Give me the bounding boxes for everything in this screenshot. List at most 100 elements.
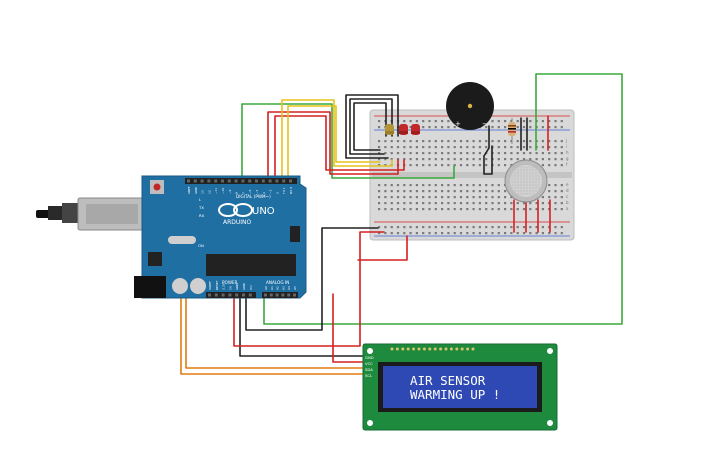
hole (560, 152, 563, 155)
hole (485, 184, 488, 187)
buzzer-plus: + (455, 120, 461, 128)
hole (447, 184, 450, 187)
hole (378, 226, 381, 229)
brand-label: ARDUINO (223, 219, 252, 226)
hole (497, 126, 500, 129)
hole (415, 146, 418, 149)
hole (466, 208, 469, 211)
pin (241, 179, 245, 183)
hole (466, 226, 469, 229)
wire-red-led-2 (274, 115, 405, 181)
pin (235, 293, 239, 297)
hole (541, 164, 544, 167)
breadboard[interactable]: j i h g f e d c b a (369, 109, 575, 241)
hole (497, 164, 500, 167)
lcd-module[interactable]: AIR SENSOR WARMING UP ! GND VCC SDA SCL (362, 343, 558, 431)
hole (434, 190, 437, 193)
hole (522, 146, 526, 149)
hole (403, 158, 406, 161)
wire-black-buzzer (483, 125, 493, 175)
pin (281, 293, 285, 297)
pin (227, 179, 231, 183)
wire-green-led (241, 103, 455, 181)
hole (390, 208, 393, 211)
hole (560, 184, 563, 187)
hole (447, 158, 450, 161)
hole (497, 190, 500, 193)
hole (548, 202, 551, 205)
hole (466, 196, 469, 199)
leds[interactable] (385, 124, 420, 135)
piezo-buzzer[interactable]: + − (446, 82, 494, 130)
hole (415, 152, 418, 155)
row-letter: b (566, 200, 569, 205)
hole (541, 202, 544, 205)
hole (453, 190, 456, 193)
hole (384, 164, 387, 167)
hole (384, 232, 387, 235)
lcd-pin (422, 347, 426, 351)
resistor[interactable] (508, 118, 516, 144)
hole (535, 232, 538, 235)
hole (478, 208, 481, 211)
hole (384, 208, 387, 211)
lcd-pin (433, 347, 437, 351)
hole (554, 232, 557, 235)
hole (472, 232, 475, 235)
hole (491, 226, 494, 229)
hole (497, 184, 500, 187)
hole (466, 164, 469, 167)
hole (554, 184, 557, 187)
row-letter: a (566, 206, 569, 211)
hole (415, 196, 418, 199)
hole (497, 158, 500, 161)
hole (422, 202, 425, 205)
lcd-screen (383, 366, 537, 408)
digital-pin-label: ~9 (228, 189, 232, 194)
hole (504, 158, 507, 161)
gas-sensor[interactable] (504, 159, 548, 203)
lcd-pin (401, 347, 405, 351)
hole (541, 232, 544, 235)
hole (459, 226, 463, 229)
hole (434, 196, 437, 199)
lcd-pin (471, 347, 475, 351)
hole (491, 190, 494, 193)
hole (485, 190, 488, 193)
hole (447, 190, 450, 193)
hole (447, 196, 450, 199)
hole (504, 126, 507, 129)
hole (516, 120, 519, 123)
hole (415, 164, 418, 167)
hole (504, 190, 507, 193)
hole (516, 232, 519, 235)
arduino-uno[interactable]: ARDUINO UNO DIGITAL (PWM~) POWER ANALOG … (36, 175, 307, 299)
hole (472, 140, 475, 143)
hole (428, 226, 431, 229)
hole (453, 126, 456, 129)
digital-pin-label: RX 0 (289, 187, 293, 194)
hole (529, 202, 532, 205)
hole (434, 232, 437, 235)
digital-pin-label: ~5 (255, 189, 259, 194)
hole (396, 152, 400, 155)
lcd-pin-labels: GND VCC SDA SCL (365, 355, 374, 378)
wire-black-led-2 (349, 98, 393, 155)
hole (396, 190, 400, 193)
hole (415, 226, 418, 229)
hole (403, 152, 406, 155)
hole (529, 152, 532, 155)
hole (554, 120, 557, 123)
hole (390, 196, 393, 199)
hole (409, 208, 412, 211)
hole (560, 120, 563, 123)
hole (548, 120, 551, 123)
lcd-pin (449, 347, 453, 351)
hole (396, 226, 400, 229)
hole (466, 140, 469, 143)
hole (378, 140, 381, 143)
hole (510, 196, 513, 199)
digital-pin-label: 7 (241, 192, 245, 194)
hole (485, 146, 488, 149)
